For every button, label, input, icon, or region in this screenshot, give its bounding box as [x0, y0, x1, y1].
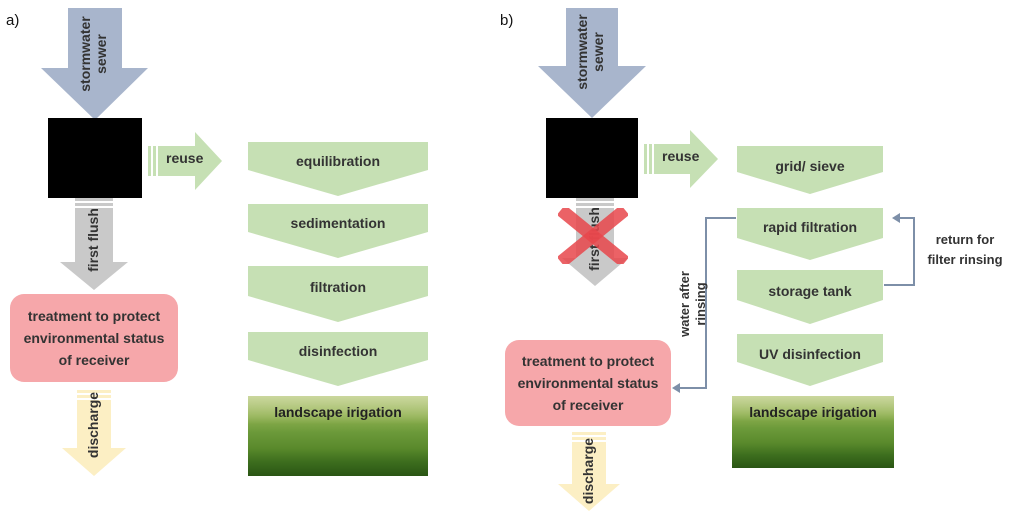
panel-a-step-1-shape [248, 142, 428, 196]
panel-a-step-2-shape [248, 204, 428, 258]
panel-a-tank-block [48, 118, 142, 198]
panel-a-step-4-label: disinfection [298, 343, 378, 359]
panel-a-step-4-shape [248, 332, 428, 386]
x-mark-icon [558, 208, 628, 264]
panel-a-label: a) [6, 12, 20, 29]
panel-b-discharge-label: discharge [580, 437, 596, 505]
panel-b-label: b) [500, 12, 514, 29]
panel-a-step-3-label: filtration [310, 279, 366, 295]
panel-b-reuse-label: reuse [662, 148, 700, 164]
panel-a-first-flush-arrow [60, 198, 128, 290]
panel-a-landscape-photo: landscape irigation [248, 396, 428, 476]
panel-b-step-4-shape [737, 334, 883, 386]
panel-a-inflow-arrow [41, 8, 148, 120]
panel-a-step-2-label: sedimentation [290, 215, 386, 231]
panel-b-step-2-label: rapid filtration [762, 219, 858, 235]
panel-b-step-4-label: UV disinfection [759, 346, 861, 362]
panel-b-return-label: return for filter rinsing [927, 232, 1003, 267]
panel-b-rinsing-label: water after rinsing [677, 271, 708, 337]
panel-a-step-3-shape [248, 266, 428, 322]
panel-a-treatment-box: treatment to protect environmental statu… [10, 294, 178, 382]
panel-a-reuse-arrow [148, 132, 222, 190]
panel-b-tank-block [546, 118, 638, 198]
panel-b-return-line [884, 217, 915, 286]
panel-b-step-3-label: storage tank [768, 283, 852, 299]
panel-b-inflow-label: stormwater sewer [574, 14, 606, 90]
panel-b-landscape-photo: landscape irigation [732, 396, 894, 468]
panel-b-step-2-shape [737, 208, 883, 260]
panel-b-reuse-arrow [644, 130, 718, 188]
panel-b-step-1-label: grid/ sieve [775, 158, 845, 174]
panel-a-final-label: landscape irigation [274, 404, 402, 420]
panel-a-step-1-label: equilibration [296, 153, 380, 169]
panel-a-first-flush-label: first flush [85, 208, 101, 272]
panel-b-return-arrowhead [892, 213, 900, 223]
panel-b-treatment-box: treatment to protect environmental statu… [505, 340, 671, 426]
panel-b-rinsing-line [678, 217, 736, 389]
panel-a-discharge-arrow [62, 390, 126, 476]
panel-a-inflow-label: stormwater sewer [77, 16, 109, 92]
panel-b-inflow-arrow [538, 8, 646, 118]
panel-b-rinsing-arrowhead [672, 383, 680, 393]
panel-b-final-label: landscape irigation [749, 404, 877, 420]
panel-b-discharge-arrow [558, 432, 620, 511]
panel-a-reuse-label: reuse [166, 150, 204, 166]
panel-b-step-3-shape [737, 270, 883, 324]
panel-b-step-1-shape [737, 146, 883, 194]
panel-a-discharge-label: discharge [85, 391, 101, 459]
